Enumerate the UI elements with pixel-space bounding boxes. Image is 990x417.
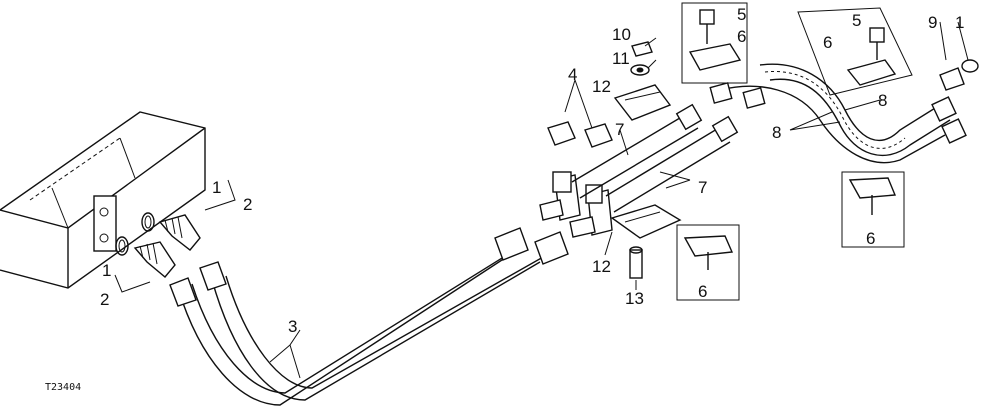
callout-9: 9 <box>928 13 937 32</box>
callouts: 1 2 1 2 3 4 5 5 6 6 6 6 7 7 8 8 9 1 10 1… <box>100 5 964 336</box>
elbow-fitting-lower <box>133 241 176 278</box>
callout-11: 11 <box>612 49 630 68</box>
callout-4-caps: 4 <box>568 65 577 84</box>
callout-6-right: 6 <box>866 229 875 248</box>
inset-clamp-right <box>841 171 905 248</box>
flex-hoses <box>709 63 967 164</box>
callout-2-valve-upper: 2 <box>243 195 252 214</box>
inset-clamp-top <box>681 2 748 84</box>
o-ring-left-lower <box>115 236 129 256</box>
callout-3-tubes: 3 <box>288 317 297 336</box>
callout-2-valve-lower: 2 <box>100 290 109 309</box>
callout-1-right-end: 1 <box>955 13 964 32</box>
callout-12-lower: 12 <box>592 257 611 276</box>
callout-8-upper: 8 <box>878 91 887 110</box>
inset-clamp-lower <box>676 224 740 301</box>
tee-fitting-right <box>569 184 613 238</box>
figure-id: T23404 <box>45 382 81 393</box>
callout-13: 13 <box>625 289 644 308</box>
caps <box>547 121 613 148</box>
callout-7-upper: 7 <box>615 120 624 139</box>
clamp-upper <box>613 84 672 121</box>
o-ring-left-upper <box>141 212 155 232</box>
callout-6-lower: 6 <box>698 282 707 301</box>
callout-6-top: 6 <box>737 27 746 46</box>
callout-1-valve-lower: 1 <box>102 261 111 280</box>
callout-5-top: 5 <box>737 5 746 24</box>
clamp-lower <box>610 204 682 239</box>
fitting-right-end <box>939 67 965 91</box>
spacer <box>629 246 643 279</box>
tee-fitting-left <box>539 171 581 221</box>
short-tubes <box>571 103 739 213</box>
callout-12-upper: 12 <box>592 77 611 96</box>
washer <box>630 64 650 76</box>
callout-6-top-right: 6 <box>823 33 832 52</box>
nut <box>631 41 653 57</box>
elbow-fitting-upper <box>158 214 201 251</box>
hydraulic-tube-pair <box>169 227 569 406</box>
inset-clamp-top-right <box>797 7 913 96</box>
callout-10: 10 <box>612 25 631 44</box>
valve-block <box>0 111 206 289</box>
callout-1-valve-upper: 1 <box>212 178 221 197</box>
o-ring-right-end <box>961 59 979 73</box>
callout-8-lower: 8 <box>772 123 781 142</box>
callout-5-top-right: 5 <box>852 11 861 30</box>
callout-7-lower: 7 <box>698 178 707 197</box>
leader-lines <box>114 21 969 379</box>
